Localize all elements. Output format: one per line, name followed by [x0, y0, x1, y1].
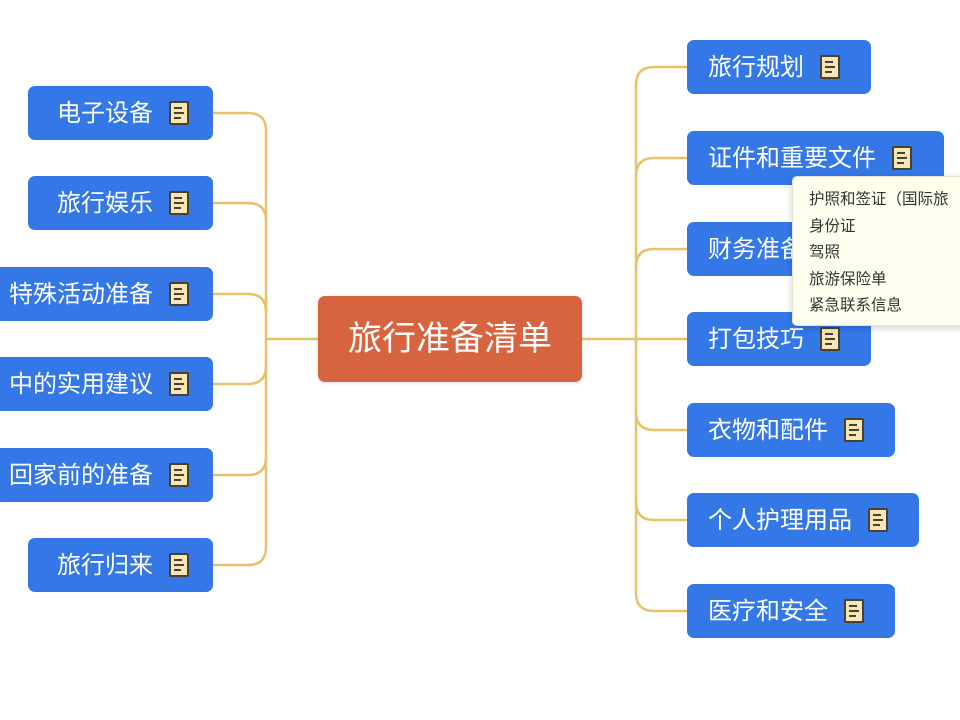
node-medical-safety[interactable]: 医疗和安全 — [687, 584, 895, 638]
node-entertainment[interactable]: 旅行娱乐 — [28, 176, 213, 230]
node-clothing[interactable]: 衣物和配件 — [687, 403, 895, 457]
tooltip-line: 护照和签证（国际旅 — [809, 190, 949, 208]
root-node[interactable]: 旅行准备清单 — [318, 296, 582, 382]
node-label: 电子设备 — [57, 99, 153, 127]
note-icon[interactable] — [868, 508, 888, 532]
node-special-activities[interactable]: 特殊活动准备 — [0, 267, 213, 321]
node-label: 衣物和配件 — [708, 416, 828, 444]
node-label: 特殊活动准备 — [9, 280, 153, 308]
note-icon[interactable] — [169, 372, 189, 396]
tooltip-line: 身份证 — [809, 216, 856, 235]
node-label: 旅行归来 — [57, 551, 153, 579]
note-icon[interactable] — [169, 191, 189, 215]
node-label: 回家前的准备 — [9, 461, 153, 489]
node-practical-tips[interactable]: 中的实用建议 — [0, 357, 213, 411]
connector-left-2 — [211, 292, 268, 314]
connector-right-0 — [634, 65, 689, 87]
tooltip-line: 旅游保险单 — [809, 269, 887, 288]
note-icon[interactable] — [820, 55, 840, 79]
note-icon[interactable] — [169, 282, 189, 306]
note-icon[interactable] — [169, 553, 189, 577]
connector-left-0 — [211, 111, 268, 133]
node-trip-planning[interactable]: 旅行规划 — [687, 40, 871, 94]
node-label: 个人护理用品 — [708, 506, 852, 534]
connector-left-5 — [211, 545, 268, 567]
connector-right-4 — [634, 410, 689, 432]
node-label: 打包技巧 — [708, 325, 804, 353]
node-return-home[interactable]: 旅行归来 — [28, 538, 213, 592]
node-label: 财务准备 — [708, 235, 804, 263]
tooltip-line: 紧急联系信息 — [809, 296, 903, 314]
node-label: 中的实用建议 — [9, 370, 153, 398]
tooltip-line: 驾照 — [809, 243, 841, 261]
connector-right-2 — [634, 247, 689, 269]
note-icon[interactable] — [844, 418, 864, 442]
note-icon[interactable] — [820, 327, 840, 351]
connector-right-1 — [634, 156, 689, 178]
node-personal-care[interactable]: 个人护理用品 — [687, 493, 919, 547]
node-label: 证件和重要文件 — [708, 144, 876, 172]
node-label: 旅行娱乐 — [57, 189, 153, 217]
node-electronics[interactable]: 电子设备 — [28, 86, 213, 140]
note-icon[interactable] — [844, 599, 864, 623]
connector-left-1 — [211, 201, 268, 223]
connector-right-6 — [634, 591, 689, 613]
node-label: 医疗和安全 — [708, 597, 828, 625]
node-before-returning[interactable]: 回家前的准备 — [0, 448, 213, 502]
note-icon[interactable] — [169, 463, 189, 487]
note-icon[interactable] — [169, 101, 189, 125]
node-label: 旅行规划 — [708, 53, 804, 81]
connector-left-4 — [211, 455, 268, 477]
note-tooltip: 护照和签证（国际旅 身份证 驾照 旅游保险单 紧急联系信息 — [792, 176, 960, 326]
connector-right-5 — [634, 500, 689, 522]
note-icon[interactable] — [892, 146, 912, 170]
connector-left-3 — [211, 364, 268, 386]
